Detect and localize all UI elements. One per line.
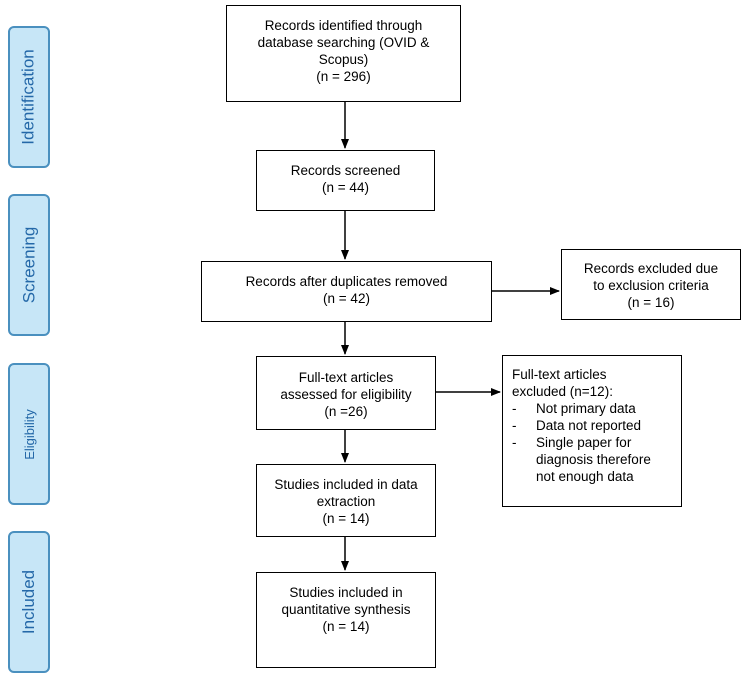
box-records-screened: Records screened (n = 44) bbox=[256, 150, 435, 211]
bullet-dash: - bbox=[512, 401, 517, 416]
box-count: excluded (n=12): bbox=[512, 384, 613, 399]
box-quantitative-synthesis: Studies included in quantitative synthes… bbox=[256, 572, 436, 668]
box-fulltext-excluded: Full-text articles excluded (n=12): - No… bbox=[502, 355, 682, 507]
box-text-line: Full-text articles bbox=[512, 367, 607, 382]
box-text-line: Scopus) bbox=[318, 52, 369, 67]
bullet-dash: - bbox=[512, 418, 517, 433]
box-count: (n = 44) bbox=[322, 180, 369, 195]
exclusion-reasons-list: - Not primary data - Data not reported -… bbox=[512, 400, 651, 485]
reason-text: Not primary data bbox=[536, 401, 636, 416]
box-text-line: Records screened bbox=[290, 163, 401, 178]
box-count: (n = 16) bbox=[627, 295, 675, 310]
box-fulltext-assessed: Full-text articles assessed for eligibil… bbox=[256, 356, 436, 430]
exclusion-reason: - Data not reported bbox=[512, 417, 651, 434]
exclusion-reason: - Not primary data bbox=[512, 400, 651, 417]
stage-identification: Identification bbox=[8, 26, 50, 168]
box-text-line: to exclusion criteria bbox=[593, 278, 709, 293]
box-text-line: database searching (OVID & bbox=[257, 35, 430, 50]
box-count: (n = 296) bbox=[316, 69, 371, 84]
stage-included: Included bbox=[8, 531, 50, 673]
box-count: (n =26) bbox=[324, 404, 368, 419]
box-text-line: Studies included in data bbox=[274, 477, 418, 492]
box-count: (n = 14) bbox=[322, 511, 370, 526]
exclusion-reason: - Single paper for diagnosis therefore n… bbox=[512, 434, 651, 485]
box-text-line: Studies included in bbox=[289, 585, 403, 600]
bullet-dash: - bbox=[512, 435, 517, 450]
reason-text: Data not reported bbox=[536, 418, 642, 433]
stage-screening: Screening bbox=[8, 194, 50, 336]
reason-text: Single paper for bbox=[536, 435, 632, 450]
box-text-line: extraction bbox=[316, 494, 376, 509]
box-text-line: Records after duplicates removed bbox=[245, 274, 448, 289]
box-after-duplicates: Records after duplicates removed (n = 42… bbox=[201, 261, 492, 322]
box-excluded-criteria: Records excluded due to exclusion criter… bbox=[561, 249, 741, 320]
box-text-line: assessed for eligibility bbox=[280, 387, 412, 402]
box-count: (n = 14) bbox=[322, 619, 370, 634]
box-data-extraction: Studies included in data extraction (n =… bbox=[256, 464, 436, 537]
box-text-line: quantitative synthesis bbox=[281, 602, 411, 617]
stage-eligibility: Eligibility bbox=[8, 363, 50, 505]
box-text-line: Records identified through bbox=[264, 18, 423, 33]
reason-text: not enough data bbox=[536, 469, 634, 484]
box-text-line: Full-text articles bbox=[298, 370, 394, 385]
box-text-line: Records excluded due bbox=[583, 261, 719, 276]
box-count: (n = 42) bbox=[323, 291, 370, 306]
reason-text: diagnosis therefore bbox=[536, 452, 651, 467]
box-records-identified: Records identified through database sear… bbox=[226, 5, 461, 102]
